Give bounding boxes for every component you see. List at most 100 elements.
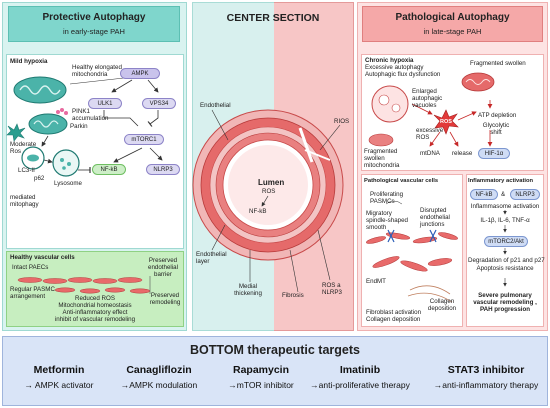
lumen-label: Lumen (258, 178, 285, 187)
drug-effect: → AMPK activator (24, 380, 94, 390)
vacuoles-label: Enlarged autophagic vacuoles (412, 88, 443, 109)
drug-effect: →anti-inflammatory therapy (433, 380, 539, 390)
collagen-label: Collagen deposition (427, 298, 457, 312)
hypoxia-heading: Mild hypoxia (10, 58, 48, 65)
nfkb-pill: NF-kB (92, 164, 126, 175)
cytokines-label: IL-1β, IL-6, TNF-α (480, 217, 530, 224)
bottom-title: BOTTOM therapeutic targets (190, 343, 360, 357)
frag-mito-icon (368, 133, 394, 147)
disrupted-label: Disrupted endothelial junctions (420, 207, 450, 228)
mitophagy-label: mediated mitophagy (10, 194, 39, 208)
mtdna-label: mtDNA (420, 150, 440, 157)
healthy-heading: Healthy vascular cells (10, 254, 75, 261)
chronic-line1: Excessive autophagy (365, 64, 424, 71)
drug-name: Imatinib (339, 364, 381, 376)
center-ros-label: ROS (262, 188, 276, 195)
inflam-nlrp3-pill: NLRP3 (510, 189, 540, 200)
healthy-effect-3: Anti-inflammatory effect (62, 309, 128, 316)
drug-name: Canagliflozin (126, 364, 192, 376)
drug-name: Metformin (33, 364, 85, 376)
lc3-label: LC3-II (18, 167, 35, 174)
release-label: release (452, 150, 473, 157)
healthy-effect-1: Reduced ROS (75, 295, 115, 302)
mitochondria-icon (13, 76, 67, 104)
atp-label: ATP depletion (478, 112, 517, 119)
swollen-mito-icon (461, 72, 495, 92)
drug-canagliflozin: Canagliflozin →AMPK modulation (104, 364, 214, 390)
fragmented-label: Fragmented swollen (470, 60, 526, 67)
ros-star-icon (6, 123, 26, 142)
endo-layer-label: Endothelial layer (196, 251, 227, 265)
chronic-heading: Chronic hypoxia (365, 57, 414, 64)
damaged-mitochondria-icon (28, 113, 68, 135)
inflammasome-label: Inflammasome activation (470, 203, 540, 210)
center-title: CENTER SECTION (226, 12, 320, 24)
glycolytic-label: Glycolytic shift (482, 122, 510, 136)
drug-imatinib: Imatinib →anti-proliferative therapy (300, 364, 420, 390)
severe-label: Severe pulmonary vascular remodeling , P… (473, 292, 537, 313)
vps34-pill: VPS34 (142, 98, 176, 109)
healthy-effect-4: inhibit of vascular remodeling (54, 316, 136, 323)
fibro-label: Fibroblast activation Collagen depositio… (366, 309, 422, 323)
mito-label: Healthy elongated mitochondria (72, 64, 122, 78)
left-title: Protective Autophagy (42, 12, 146, 23)
chronic-line2: Autophagic flux dysfunction (365, 71, 441, 78)
remodeling-label: Preserved remodeling (149, 292, 181, 306)
ros-burst-label: ROS (440, 119, 452, 125)
ros-nlrp3-label: ROS a NLRP3 (322, 282, 342, 296)
ros-burst-icon (433, 109, 459, 135)
healthy-effect-2: Mitochondrial homeostasis (58, 302, 132, 309)
drug-name: Rapamycin (232, 364, 290, 376)
frag-mito-label: Fragmented swollen mitochondria (364, 148, 400, 169)
drug-effect: →AMPK modulation (120, 380, 198, 390)
drug-effect: →anti-proliferative therapy (310, 380, 410, 390)
inflam-nfkb-pill: NF-kB (470, 189, 498, 200)
right-title-box (362, 6, 543, 42)
ulk1-pill: ULK1 (88, 98, 122, 109)
parkin-label: Parkin (70, 123, 88, 130)
bottom-panel (2, 336, 548, 406)
rios-label: RIOS (334, 118, 350, 125)
inflam-heading: Inflammatory activation (468, 178, 534, 184)
p62-label: p62 (34, 175, 45, 182)
hif-pill: HIF-1α (478, 148, 510, 159)
drug-metformin: Metformin → AMPK activator (4, 364, 114, 390)
autophagosome-icon (21, 146, 45, 170)
drug-rapamycin: Rapamycin →mTOR inhibitor (206, 364, 316, 390)
prolif-label: Proliferating PASMCs (370, 191, 404, 205)
drug-effect: →mTOR inhibitor (228, 380, 294, 390)
endothelial-label: Endothelial (200, 102, 231, 109)
right-subtitle: in late-stage PAH (423, 27, 482, 36)
center-nfkb-label: NF-kB (249, 208, 267, 215)
lumen-icon (228, 145, 308, 225)
lysosome-icon (52, 149, 80, 177)
vacuole-icon (371, 85, 409, 123)
left-subtitle: in early-stage PAH (63, 27, 125, 36)
right-title: Pathological Autophagy (395, 12, 510, 23)
vascular-panel (361, 174, 463, 327)
nlrp3-pill: NLRP3 (146, 164, 180, 175)
barrier-label: Preserved endothelial barrier (148, 257, 178, 278)
fibrosis-label: Fibrosis (282, 292, 304, 299)
medial-label: Medial thickening (234, 283, 262, 297)
drug-name: STAT3 inhibitor (447, 364, 525, 376)
amp-label: & (501, 191, 506, 198)
ros-label: Moderate Ros (10, 141, 37, 155)
endmt-label: EndMT (366, 278, 386, 285)
migratory-label: Migratory spindle-shaped smooth (366, 210, 408, 231)
lysosome-label: Lysosome (54, 180, 82, 187)
excessive-ros-label: excessive ROS (416, 127, 444, 141)
apoptosis-label: Apoptosis resistance (476, 265, 534, 272)
mtorc2-pill: mTORC2/Akt (484, 236, 528, 247)
degradation-label: Degradation of p21 and p27 (468, 257, 545, 264)
ampk-pill: AMPK (120, 68, 160, 79)
left-title-box (8, 6, 180, 42)
pink1-icon (56, 108, 68, 115)
paecs-label: Intact PAECs (12, 264, 49, 271)
